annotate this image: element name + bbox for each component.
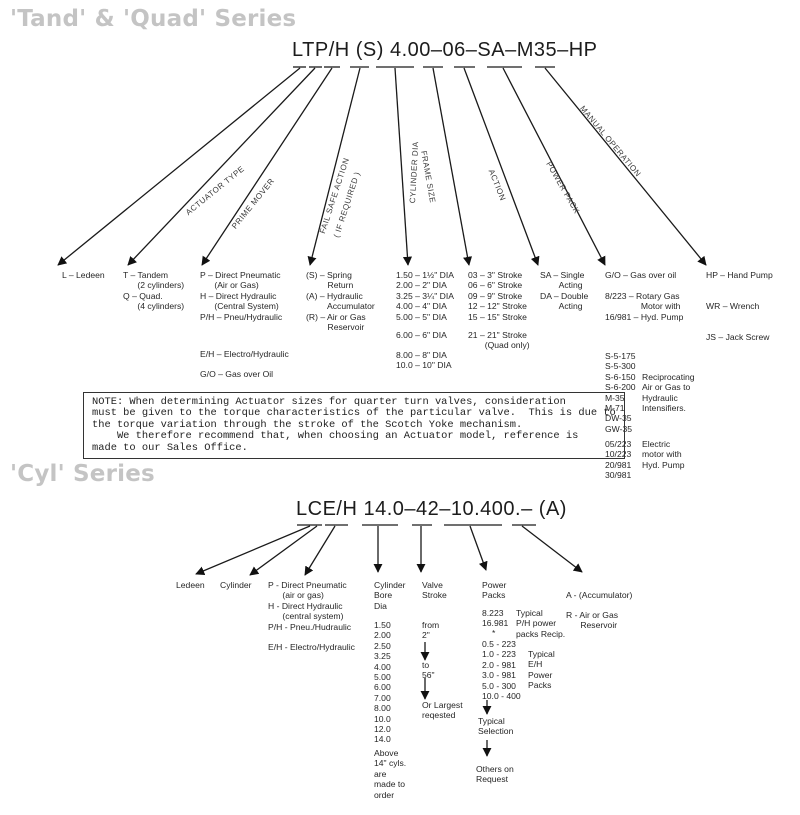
option-dia-1: 1.50 – 1½" DIA 2.00 – 2" DIA 3.25 – 3¼" … xyxy=(396,270,454,322)
cyl-cylinder: Cylinder xyxy=(220,580,252,590)
note-box: NOTE: When determining Actuator sizes fo… xyxy=(83,392,625,460)
cyl-stroke-heading: Valve Stroke xyxy=(422,580,447,601)
cyl-stroke-largest: Or Largest reqested xyxy=(422,700,463,721)
cyl-power-pack-list-2: 0.5 - 223 1.0 - 223 2.0 - 981 3.0 - 981 … xyxy=(482,639,521,702)
option-power-pack-2: 8/223 – Rotary Gas Motor with 16/981 – H… xyxy=(605,291,684,322)
option-gas-over-oil: G/O – Gas over Oil xyxy=(200,369,274,379)
cyl-others-on-request: Others on Request xyxy=(476,764,514,785)
option-dia-3: 8.00 – 8" DIA 10.0 – 10" DIA xyxy=(396,350,452,371)
option-ledeen: L – Ledeen xyxy=(62,270,105,280)
option-power-pack-4-desc: Electric motor with Hyd. Pump xyxy=(642,439,685,470)
cyl-power-pack-list-1: 8.223 16.981 xyxy=(482,608,509,629)
option-electro-hydraulic: E/H – Electro/Hydraulic xyxy=(200,349,289,359)
option-manual-operation: HP – Hand Pump WR – Wrench JS – Jack Scr… xyxy=(706,270,773,343)
option-power-pack-1: G/O – Gas over oil xyxy=(605,270,677,280)
cyl-bore-list: 1.50 2.00 2.50 3.25 4.00 5.00 6.00 7.00 … xyxy=(374,620,391,745)
option-tandem-quad: T – Tandem (2 cylinders) Q – Quad. (4 cy… xyxy=(123,270,185,312)
option-power-pack-3-desc: Reciprocating Air or Gas to Hydraulic In… xyxy=(642,372,695,414)
cyl-accumulator: A - (Accumulator) xyxy=(566,590,633,600)
heading-cyl-series: 'Cyl' Series xyxy=(10,461,155,487)
cyl-power-pack-star: * xyxy=(492,628,496,638)
cyl-stroke-to: to 56" xyxy=(422,660,435,681)
cyl-typical-selection: Typical Selection xyxy=(478,716,514,737)
cyl-prime-movers: P - Direct Pneumatic (air or gas) H - Di… xyxy=(268,580,355,653)
option-power-pack-4: 05/223 10/223 20/981 30/981 xyxy=(605,439,632,481)
cyl-power-pack-heading: Power Packs xyxy=(482,580,507,601)
model-code-cyl: LCE/H 14.0–42–10.400.– (A) xyxy=(296,498,567,520)
option-action: SA – Single Acting DA – Double Acting xyxy=(540,270,589,312)
cyl-power-pack-typical-1: Typical P/H power packs Recip. xyxy=(516,608,566,639)
model-code-tand-quad: LTP/H (S) 4.00–06–SA–M35–HP xyxy=(292,39,598,61)
option-dia-2: 6.00 – 6" DIA xyxy=(396,330,447,340)
option-frame-1: 03 – 3" Stroke 06 – 6" Stroke 09 – 9" St… xyxy=(468,270,527,322)
cyl-power-pack-typical-2: Typical E/H Power Packs xyxy=(528,649,555,691)
cyl-reservoir: R - Air or Gas Reservoir xyxy=(566,610,619,631)
option-prime-movers: P – Direct Pneumatic (Air or Gas) H – Di… xyxy=(200,270,283,322)
heading-tand-quad-series: 'Tand' & 'Quad' Series xyxy=(10,6,297,32)
option-fail-safe: (S) – Spring Return (A) – Hydraulic Accu… xyxy=(306,270,375,333)
option-frame-2: 21 – 21" Stroke (Quad only) xyxy=(468,330,530,351)
option-power-pack-3: S-5-175 S-5-300 S-6-150 S-6-200 M-35 M-7… xyxy=(605,351,636,434)
cyl-ledeen: Ledeen xyxy=(176,580,205,590)
cyl-bore-note: Above 14" cyls. are made to order xyxy=(374,748,407,800)
cyl-stroke-from: from 2" xyxy=(422,620,440,641)
cyl-bore-heading: Cylinder Bore Dia xyxy=(374,580,406,611)
